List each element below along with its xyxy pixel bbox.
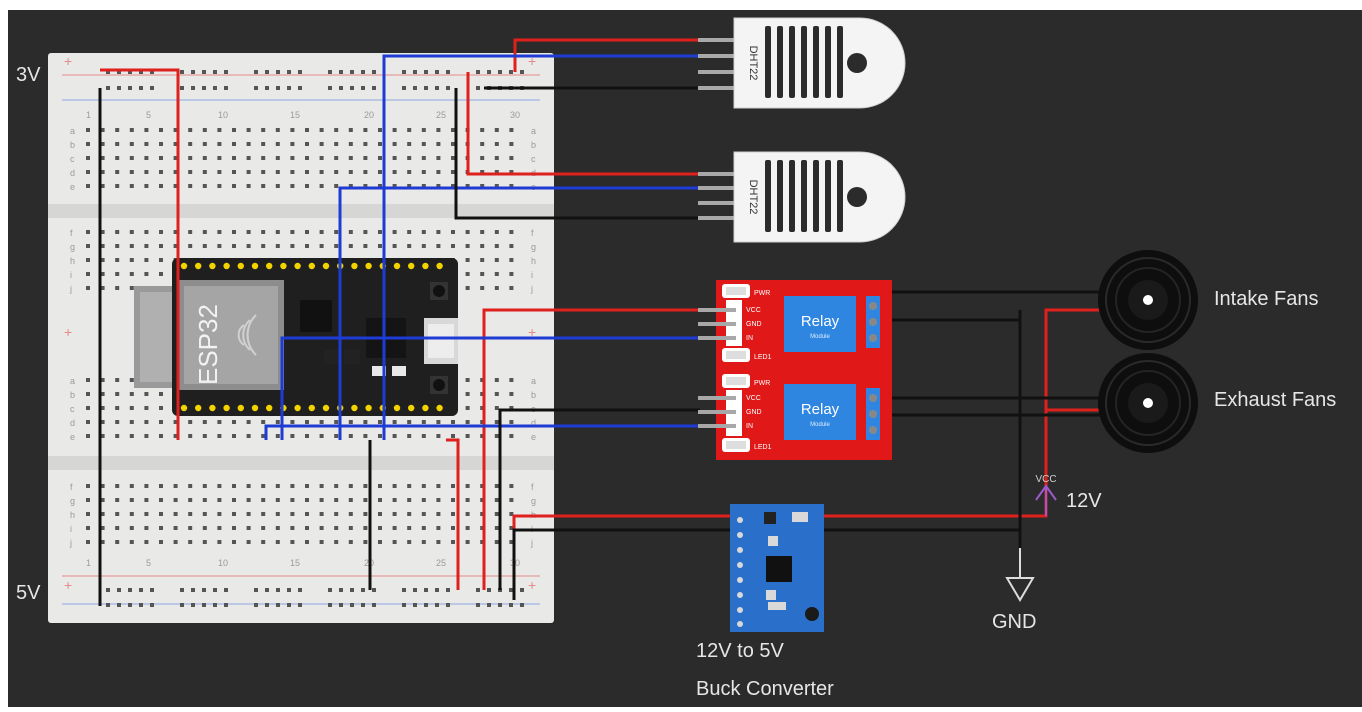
- row-letter: c: [70, 154, 75, 164]
- row-letter: e: [70, 432, 75, 442]
- dht22-sensor-2: DHT22: [698, 151, 906, 243]
- intake-fan: [1098, 250, 1198, 350]
- ground-icon: [1005, 548, 1035, 602]
- column-number: 5: [146, 110, 151, 120]
- column-number: 5: [146, 558, 151, 568]
- vcc-small-label: VCC: [1035, 474, 1056, 485]
- rail-label-3v: 3V: [16, 64, 41, 86]
- relay-led-label: LED1: [754, 444, 772, 451]
- column-number: 30: [510, 110, 520, 120]
- wires: [98, 38, 1100, 606]
- column-number: 10: [218, 558, 228, 568]
- signal-wires: [264, 54, 700, 440]
- relay-pin-label: VCC: [746, 395, 761, 402]
- relay-module-1: PWR VCC GND IN LED1 Relay Module: [698, 284, 880, 362]
- wifi-icon: [237, 314, 257, 356]
- row-letter: b: [531, 390, 536, 400]
- row-letter: h: [70, 256, 75, 266]
- row-letter: b: [531, 140, 536, 150]
- intake-fans-label: Intake Fans: [1214, 288, 1319, 310]
- row-letter: d: [70, 168, 75, 178]
- row-letter: e: [531, 432, 536, 442]
- row-letter: j: [530, 538, 533, 548]
- column-number: 25: [436, 558, 446, 568]
- row-letter: j: [530, 284, 533, 294]
- relay-subtitle: Module: [810, 422, 830, 428]
- row-letter: f: [531, 228, 534, 238]
- buck-converter: [730, 504, 824, 632]
- relay-module-2: PWR VCC GND IN LED1 Relay Module: [698, 374, 880, 452]
- column-number: 15: [290, 558, 300, 568]
- row-letter: b: [70, 390, 75, 400]
- relay-pin-label: GND: [746, 321, 762, 328]
- column-number: 20: [364, 110, 374, 120]
- svg-text:+: +: [528, 53, 536, 69]
- svg-text:+: +: [64, 577, 72, 593]
- row-letter: f: [70, 228, 73, 238]
- exhaust-fan: [1098, 353, 1198, 453]
- column-number: 15: [290, 110, 300, 120]
- relay-title: Relay: [801, 313, 840, 330]
- row-letter: e: [70, 182, 75, 192]
- row-letter: c: [70, 404, 75, 414]
- row-letter: f: [70, 482, 73, 492]
- row-letter: i: [531, 270, 533, 280]
- rail-label-5v: 5V: [16, 582, 41, 604]
- relay-pin-label: GND: [746, 409, 762, 416]
- row-letter: a: [531, 126, 536, 136]
- svg-text:+: +: [64, 53, 72, 69]
- relay-pin-label: VCC: [746, 307, 761, 314]
- row-letter: i: [70, 524, 72, 534]
- exhaust-fans-label: Exhaust Fans: [1214, 389, 1337, 411]
- row-letter: b: [70, 140, 75, 150]
- esp32-label: ESP32: [193, 304, 223, 385]
- row-letter: h: [531, 256, 536, 266]
- row-letter: g: [70, 242, 75, 252]
- row-letter: i: [70, 270, 72, 280]
- relay-title: Relay: [801, 401, 840, 418]
- esp32-board: ESP32: [134, 258, 458, 416]
- row-letter: a: [531, 376, 536, 386]
- column-number: 1: [86, 558, 91, 568]
- ground-wires: [98, 86, 1100, 606]
- vcc-symbol: VCC: [1035, 474, 1057, 516]
- row-letter: d: [70, 418, 75, 428]
- relay-pwr-label: PWR: [754, 380, 770, 387]
- vcc-12v-label: 12V: [1066, 490, 1102, 512]
- converter-label-line1: 12V to 5V: [696, 640, 784, 662]
- row-letter: f: [531, 482, 534, 492]
- svg-text:+: +: [64, 324, 72, 340]
- sensor-label: DHT22: [747, 180, 759, 215]
- relay-pin-label: IN: [746, 335, 753, 342]
- row-letter: a: [70, 376, 75, 386]
- row-letter: g: [531, 242, 536, 252]
- dht22-sensor-1: DHT22: [698, 17, 906, 109]
- relay-pwr-label: PWR: [754, 290, 770, 297]
- converter-label-line2: Buck Converter: [696, 678, 834, 700]
- relay-subtitle: Module: [810, 334, 830, 340]
- row-letter: a: [70, 126, 75, 136]
- relay-pin-label: IN: [746, 423, 753, 430]
- svg-text:+: +: [528, 324, 536, 340]
- gnd-label: GND: [992, 611, 1037, 633]
- column-number: 25: [436, 110, 446, 120]
- column-number: 10: [218, 110, 228, 120]
- row-letter: j: [69, 538, 72, 548]
- row-letter: j: [69, 284, 72, 294]
- relay-board: PWR VCC GND IN LED1 Relay Module PWR VCC…: [698, 280, 892, 460]
- svg-text:+: +: [528, 577, 536, 593]
- relay-led-label: LED1: [754, 354, 772, 361]
- row-letter: g: [70, 496, 75, 506]
- row-letter: g: [531, 496, 536, 506]
- column-number: 1: [86, 110, 91, 120]
- row-letter: c: [531, 154, 536, 164]
- row-letter: h: [70, 510, 75, 520]
- row-letter: d: [531, 418, 536, 428]
- sensor-label: DHT22: [747, 46, 759, 81]
